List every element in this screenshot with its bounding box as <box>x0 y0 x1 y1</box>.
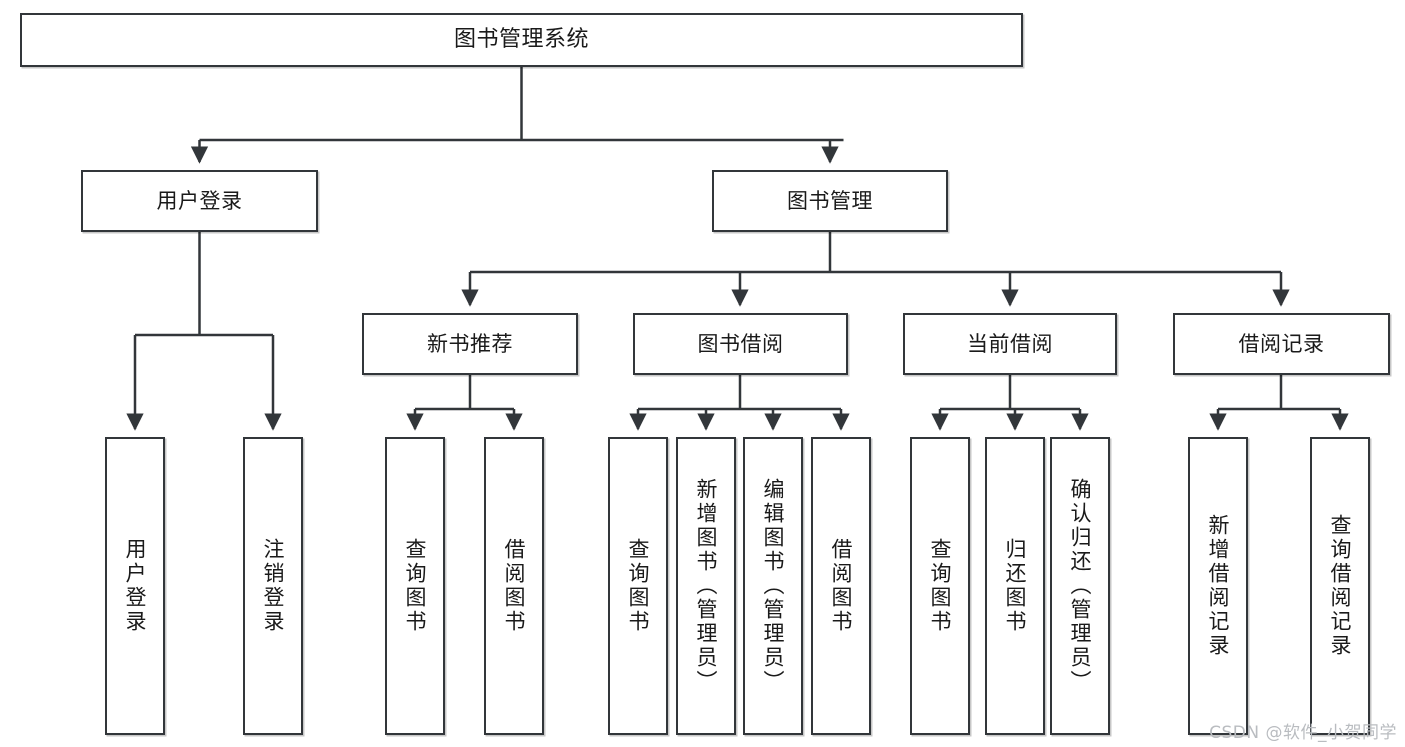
leaf-query-borrow-record[interactable]: 查询借阅记录 <box>1310 437 1370 735</box>
node-borrow-record[interactable]: 借阅记录 <box>1173 313 1390 375</box>
leaf-return-book-label: 归还图书 <box>1003 538 1028 634</box>
leaf-borrow-book[interactable]: 借阅图书 <box>811 437 871 735</box>
leaf-return-book[interactable]: 归还图书 <box>985 437 1045 735</box>
leaf-add-book-label: 新增图书（管理员） <box>694 478 719 694</box>
node-book-borrow-label: 图书借阅 <box>697 331 784 356</box>
leaf-add-book[interactable]: 新增图书（管理员） <box>676 437 736 735</box>
csdn-watermark: CSDN @软件_小贺同学 <box>1209 723 1397 743</box>
node-root-label: 图书管理系统 <box>453 27 589 53</box>
leaf-user-login[interactable]: 用户登录 <box>105 437 165 735</box>
node-current-borrow[interactable]: 当前借阅 <box>903 313 1117 375</box>
leaf-borrow-book-recommend-label: 借阅图书 <box>502 538 527 634</box>
leaf-edit-book[interactable]: 编辑图书（管理员） <box>743 437 803 735</box>
leaf-query-book-current[interactable]: 查询图书 <box>910 437 970 735</box>
node-new-book-recommend[interactable]: 新书推荐 <box>362 313 578 375</box>
node-current-borrow-label: 当前借阅 <box>967 331 1053 356</box>
leaf-query-borrow-record-label: 查询借阅记录 <box>1328 514 1353 658</box>
leaf-edit-book-label: 编辑图书（管理员） <box>761 478 786 694</box>
leaf-borrow-book-recommend[interactable]: 借阅图书 <box>484 437 544 735</box>
leaf-borrow-book-label: 借阅图书 <box>829 538 854 634</box>
leaf-confirm-return[interactable]: 确认归还（管理员） <box>1050 437 1110 735</box>
node-book-manage[interactable]: 图书管理 <box>712 170 948 232</box>
leaf-confirm-return-label: 确认归还（管理员） <box>1068 478 1093 694</box>
node-root[interactable]: 图书管理系统 <box>20 13 1023 67</box>
leaf-query-book-borrow-label: 查询图书 <box>626 538 651 634</box>
node-user-login[interactable]: 用户登录 <box>81 170 318 232</box>
leaf-user-login-label: 用户登录 <box>123 538 148 634</box>
node-book-borrow[interactable]: 图书借阅 <box>633 313 848 375</box>
leaf-logout[interactable]: 注销登录 <box>243 437 303 735</box>
leaf-logout-label: 注销登录 <box>261 538 286 634</box>
node-borrow-record-label: 借阅记录 <box>1238 331 1325 356</box>
node-book-manage-label: 图书管理 <box>787 188 873 213</box>
node-new-book-recommend-label: 新书推荐 <box>427 331 513 356</box>
leaf-query-book-recommend-label: 查询图书 <box>403 538 428 634</box>
leaf-query-book-borrow[interactable]: 查询图书 <box>608 437 668 735</box>
leaf-query-book-recommend[interactable]: 查询图书 <box>385 437 445 735</box>
leaf-add-borrow-record[interactable]: 新增借阅记录 <box>1188 437 1248 735</box>
node-user-login-label: 用户登录 <box>156 188 243 213</box>
leaf-query-book-current-label: 查询图书 <box>928 538 953 634</box>
leaf-add-borrow-record-label: 新增借阅记录 <box>1206 514 1231 658</box>
